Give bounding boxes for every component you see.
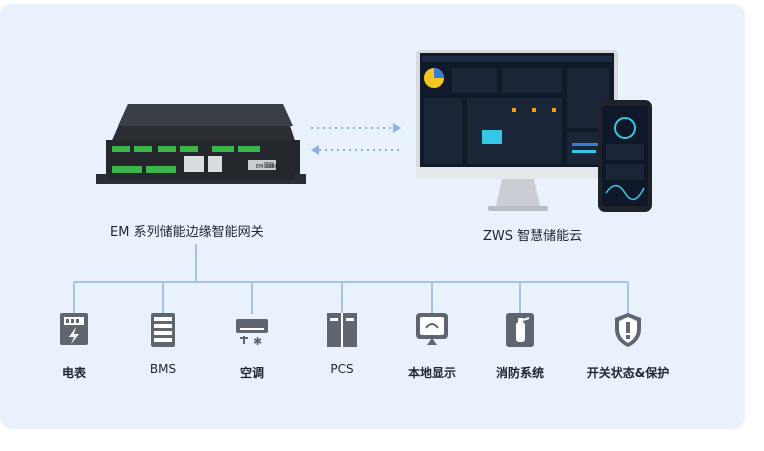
gateway-badge: EM-1060 [256, 164, 278, 170]
gateway-device-image: EM-1060 [96, 104, 306, 184]
device-label-meter: 电表 [61, 366, 87, 380]
fire-extinguisher-icon [506, 313, 534, 347]
meter-icon [60, 313, 88, 345]
bms-icon [151, 313, 175, 347]
zws-cloud-dashboard-image [416, 50, 652, 212]
pcs-icon [327, 313, 357, 347]
device-label-air-conditioner: 空调 [239, 366, 265, 380]
gateway-label: EM 系列储能边缘智能网关 [110, 225, 264, 240]
display-icon [416, 313, 448, 345]
device-label-local-display: 本地显示 [407, 366, 457, 380]
shield-icon [615, 313, 641, 347]
svg-text:✱: ✱ [253, 335, 262, 346]
device-label-switch-protection: 开关状态&保护 [586, 366, 670, 380]
device-label-fire-system: 消防系统 [495, 366, 545, 380]
device-label-pcs: PCS [330, 362, 354, 376]
air-conditioner-icon: ✱ [236, 319, 268, 346]
data-flow-arrows [311, 123, 401, 155]
device-label-bms: BMS [149, 362, 177, 376]
platform-label: ZWS 智慧储能云 [483, 229, 583, 244]
diagram-panel [0, 4, 745, 429]
